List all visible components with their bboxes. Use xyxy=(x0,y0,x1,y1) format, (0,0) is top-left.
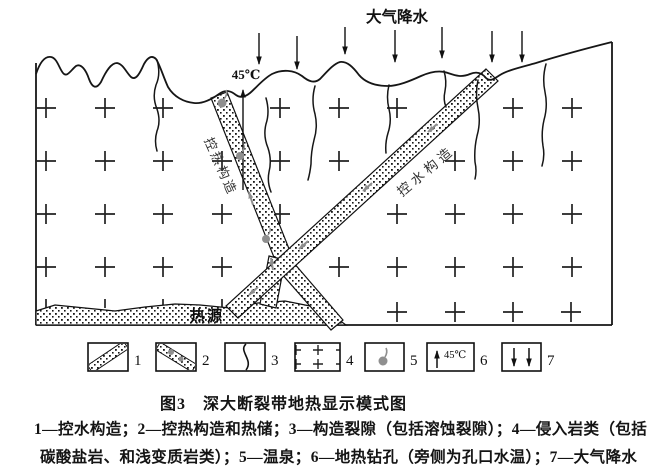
legend-number-7: 7 xyxy=(547,353,555,369)
fracture-lines xyxy=(153,59,548,193)
intrusive-rock-plus-pattern xyxy=(36,98,582,322)
legend-number-2: 2 xyxy=(202,353,210,369)
water-flow-arrow-icons xyxy=(248,123,438,296)
legend-row: 1 2 3 4 5 xyxy=(87,342,555,372)
legend-borehole-icon xyxy=(426,342,475,372)
legend-water-band-icon xyxy=(87,342,129,372)
ground-surface-line xyxy=(35,41,613,105)
flow-and-spring-markers xyxy=(217,89,438,296)
legend-heat-band-icon xyxy=(155,342,197,372)
legend-number-6: 6 xyxy=(480,353,488,369)
precipitation-label: 大气降水 xyxy=(366,7,429,26)
geothermal-model-figure: 大气降水 45℃ 控热构造 控水构造 热源 1 2 3 xyxy=(35,7,613,372)
legend-rain-icon xyxy=(501,342,542,372)
legend-number-1: 1 xyxy=(134,353,142,369)
legend-number-4: 4 xyxy=(346,353,354,369)
figure-caption-legend-line2: 碳酸盐岩、和浅变质岩类）；5—温泉；6—地热钻孔（旁侧为孔口水温）；7—大气降水 xyxy=(40,449,638,466)
rain-arrow-icons xyxy=(256,27,525,70)
figure-caption-legend-line1: 1—控水构造；2—控热构造和热储；3—构造裂隙（包括溶蚀裂隙）；4—侵入岩类（包… xyxy=(34,421,648,438)
legend-borehole-temp: 45℃ xyxy=(444,350,467,361)
heat-controlling-band xyxy=(210,91,344,331)
legend-hot-spring-icon xyxy=(364,342,405,372)
legend-fissure-icon xyxy=(224,342,266,372)
section-frame xyxy=(35,42,613,326)
hot-spring-icons xyxy=(217,89,271,243)
borehole-temperature-label: 45℃ xyxy=(232,67,261,82)
heat-source-label: 热源 xyxy=(190,307,224,325)
legend-intrusive-rock-icon xyxy=(294,342,341,372)
legend-number-5: 5 xyxy=(410,353,418,369)
legend-number-3: 3 xyxy=(271,353,279,369)
figure-caption-title: 图3 深大断裂带地热显示模式图 xyxy=(160,396,408,413)
